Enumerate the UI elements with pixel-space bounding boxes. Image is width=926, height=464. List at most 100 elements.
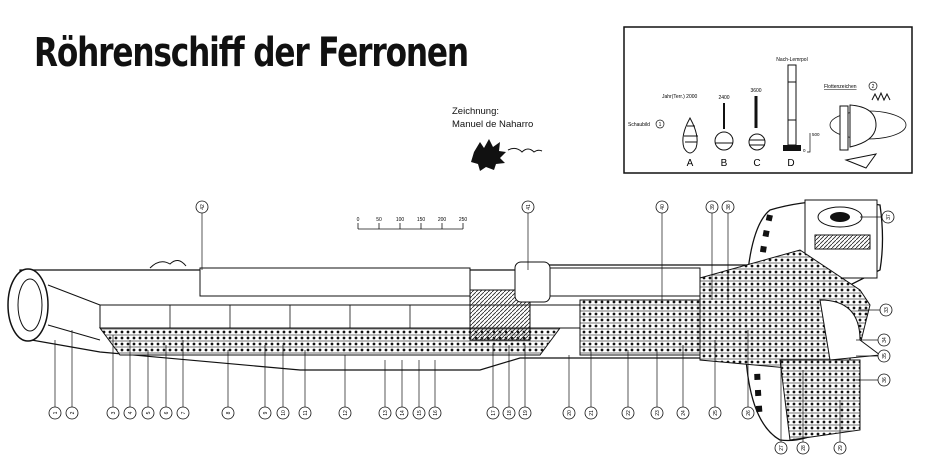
callout-circle [721,200,735,214]
callout-circle [877,333,891,347]
callout-37: 37 [860,210,895,224]
schaubild-label: Schaubild [628,122,650,128]
letter-a: A [687,158,694,169]
credit-name: Manuel de Naharro [452,119,534,130]
artist-credit: Zeichnung: Manuel de Naharro [452,105,533,131]
callout-circle [48,406,62,420]
callout-number: 36 [882,377,888,383]
callout-number: 16 [433,410,439,416]
callout-34: 34 [856,333,891,347]
callout-circle [518,406,532,420]
callout-17: 17 [486,345,500,420]
callout-circle [298,406,312,420]
callout-12: 12 [338,355,352,420]
callout-circle [521,200,535,214]
callout-number: 9 [263,411,269,414]
callout-35: 35 [856,349,891,363]
callout-number: 23 [655,410,661,416]
callout-number: 1 [53,411,59,414]
callout-33: 33 [858,303,893,317]
callout-number: 8 [226,411,232,414]
inset-schaubild-box: Schaubild 1 Jahr(Terr.) 2000 2400 3600 N… [623,26,913,174]
callout-41: 41 [521,200,535,270]
callout-number: 40 [660,204,666,210]
callout-circle [584,406,598,420]
callout-circle [276,406,290,420]
scale-tick-label: 50 [376,217,382,223]
callout-number: 19 [523,410,529,416]
ship-a-drawing [682,116,698,154]
callout-number: 25 [713,410,719,416]
flottenzeichen-label: Flottenzeichen [824,84,857,90]
callout-36: 36 [856,373,891,387]
callout-20: 20 [562,355,576,420]
callout-circle [796,441,810,455]
callout-14: 14 [395,360,409,420]
callout-18: 18 [502,345,516,420]
ship-b-drawing [714,103,734,151]
schaubild-number: 1 [659,122,662,128]
callout-10: 10 [276,345,290,420]
callout-number: 7 [181,411,187,414]
callout-22: 22 [621,350,635,420]
callout-circle [502,406,516,420]
callout-number: 33 [884,307,890,313]
callout-number: 5 [146,411,152,414]
callout-40: 40 [655,200,669,300]
callout-circle [708,406,722,420]
callout-6: 6 [159,345,173,420]
ship-d-label: Nach-Lemrpol [776,57,807,63]
callout-21: 21 [584,350,598,420]
ship-d-drawing [783,64,801,151]
inset-scale-top: 500 [812,132,820,137]
artist-signature-logo [471,139,543,171]
page-title: Röhrenschiff der Ferronen [34,30,469,76]
callout-circle [221,406,235,420]
callout-26: 26 [741,330,755,420]
callout-number: 24 [681,410,687,416]
callout-circle [881,210,895,224]
callout-circle [741,406,755,420]
callout-number: 6 [164,411,170,414]
callout-number: 39 [710,204,716,210]
callout-circle [141,406,155,420]
callout-number: 2 [70,411,76,414]
callout-circle [877,373,891,387]
flottenzeichen-number: 2 [872,84,875,90]
callout-circle [338,406,352,420]
callout-number: 10 [281,410,287,416]
callout-23: 23 [650,350,664,420]
callout-number: 12 [343,410,349,416]
callout-9: 9 [258,345,272,420]
callout-circle [621,406,635,420]
callout-number: 35 [882,353,888,359]
credit-label: Zeichnung: [452,106,500,117]
callout-number: 13 [383,410,389,416]
callout-circle [428,406,442,420]
callout-circle [395,406,409,420]
callout-8: 8 [221,350,235,420]
ship-cutaway-drawing [7,199,884,442]
year-b-label: 2400 [718,95,729,101]
callout-13: 13 [378,360,392,420]
callout-2: 2 [65,330,79,420]
callout-19: 19 [518,345,532,420]
callout-number: 41 [526,204,532,210]
callout-16: 16 [428,360,442,420]
callout-1: 1 [48,340,62,420]
callout-number: 17 [491,410,497,416]
scale-tick-label: 200 [438,217,447,223]
callout-29: 29 [833,400,847,455]
callout-circle [159,406,173,420]
callout-circle [176,406,190,420]
callout-15: 15 [412,360,426,420]
callout-27: 27 [774,360,788,455]
callout-circle [833,441,847,455]
callout-circle [879,303,893,317]
callout-number: 15 [417,410,423,416]
callout-number: 27 [779,445,785,451]
callout-number: 20 [567,410,573,416]
inset-scale-bottom: 0 [803,148,806,153]
scale-tick-label: 150 [417,217,426,223]
